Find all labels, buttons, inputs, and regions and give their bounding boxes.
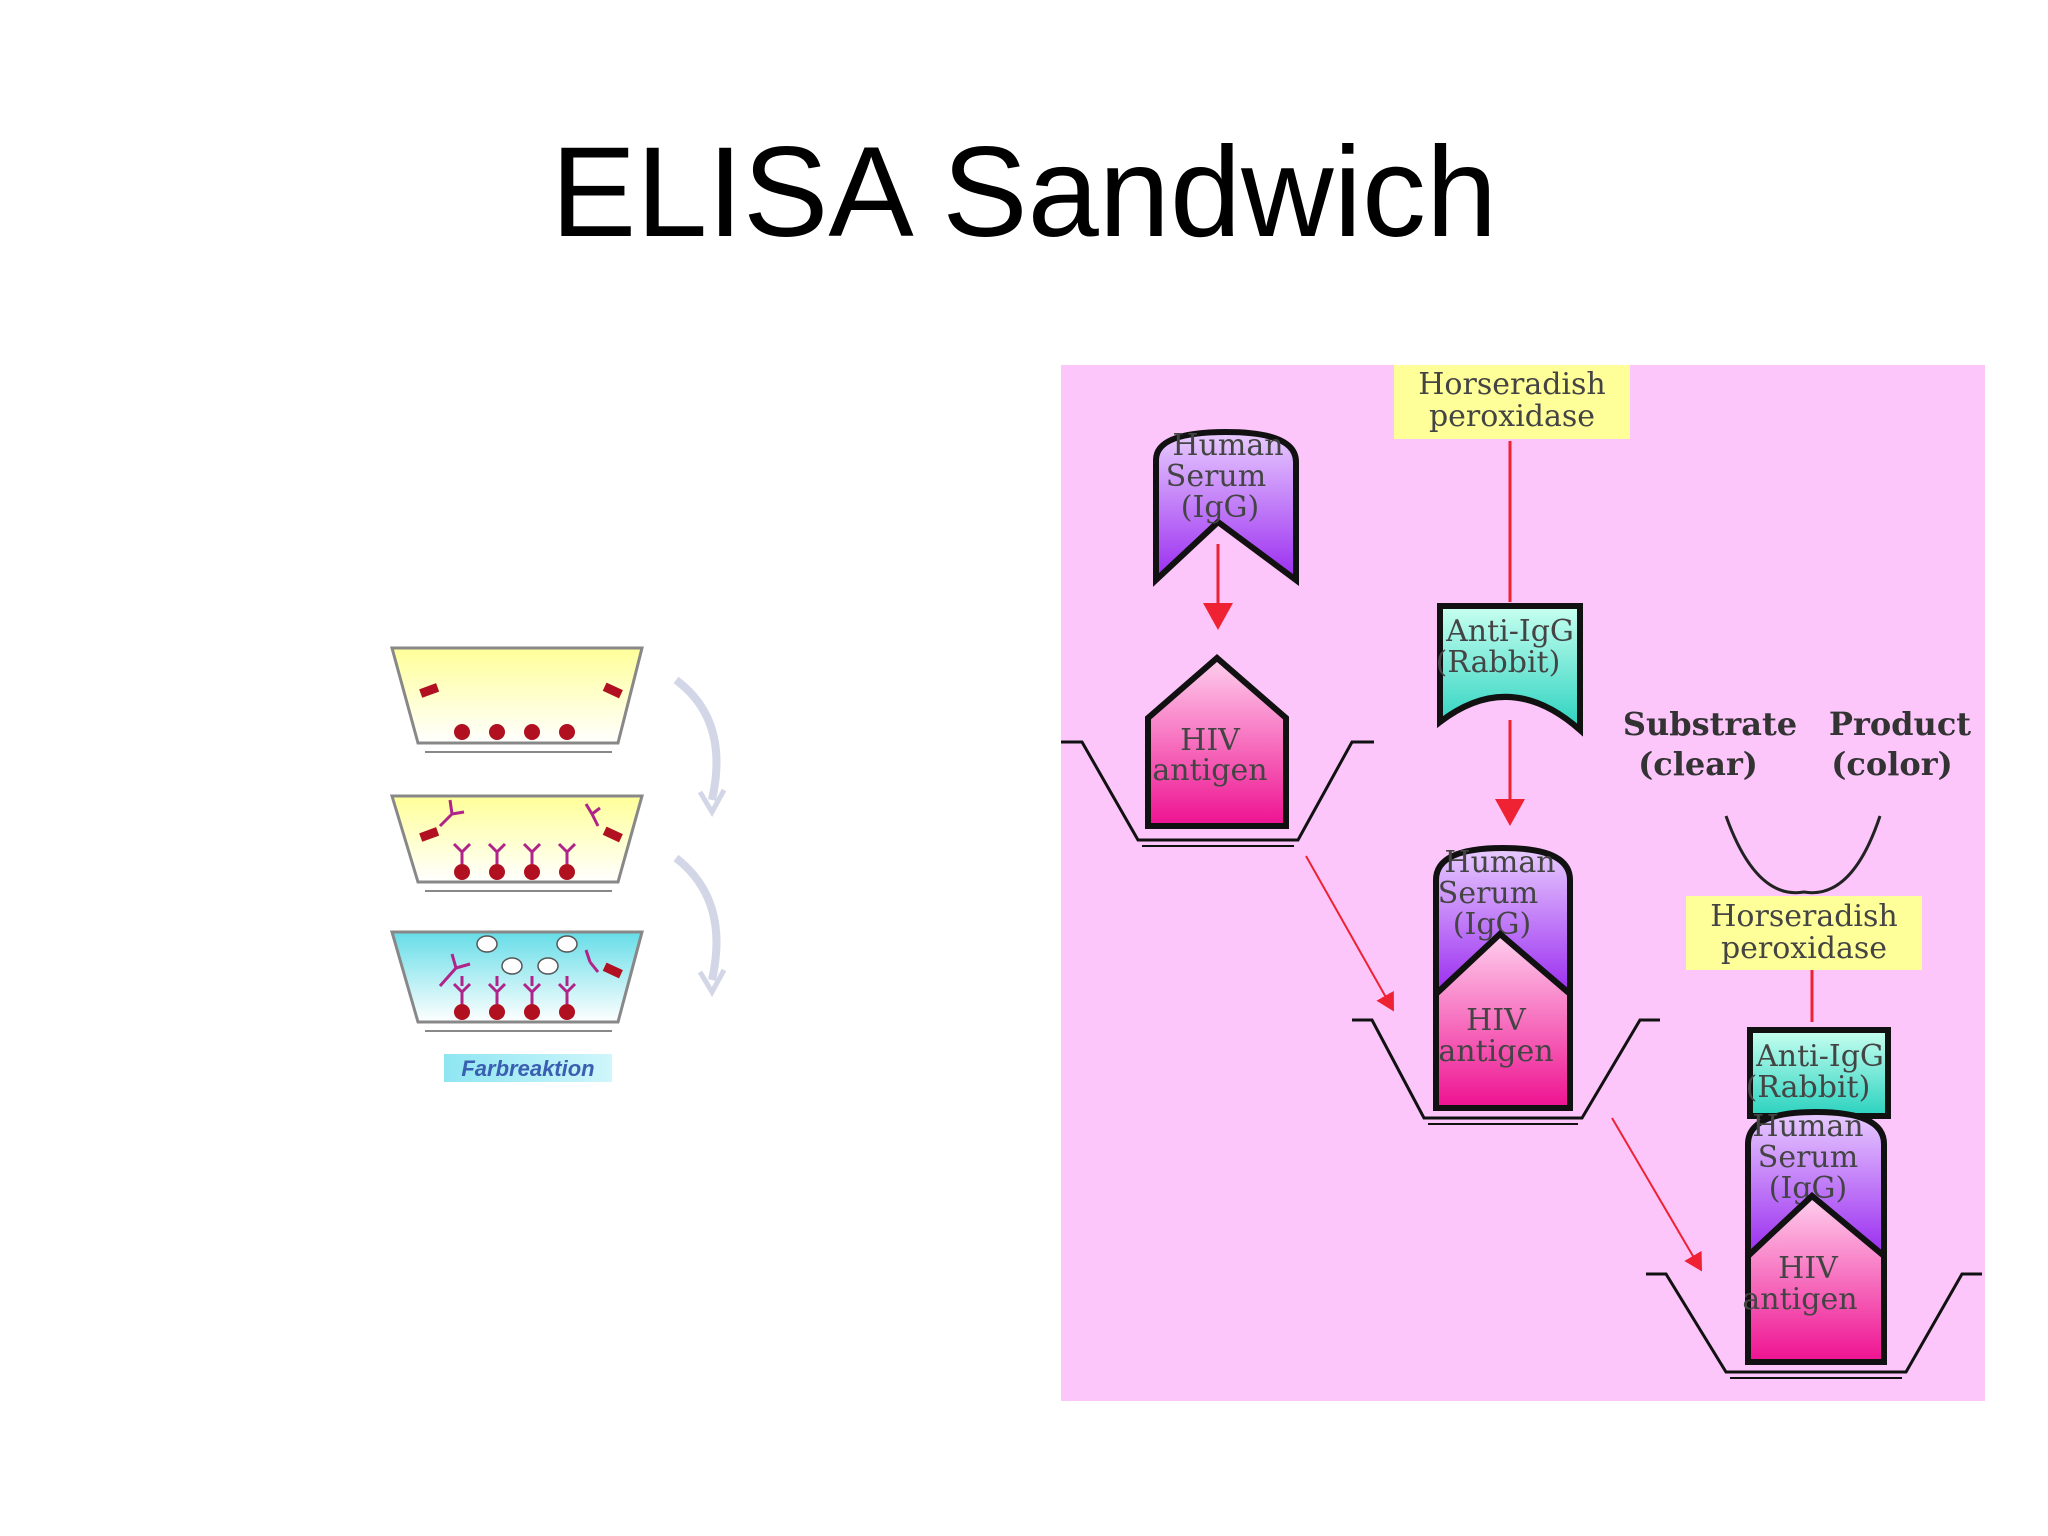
serum1-line2: Serum <box>1166 459 1266 494</box>
antigen-dot <box>489 724 505 740</box>
hiv1-line2: antigen <box>1152 753 1267 788</box>
left-elisa-illustration: Farbreaktion <box>389 646 727 1082</box>
hiv2-line1: HIV <box>1466 1003 1527 1038</box>
anti-igg-step3: Anti-IgG (Rabbit) <box>1746 1027 1891 1119</box>
hrp3-line2: peroxidase <box>1721 931 1887 966</box>
page-title: ELISA Sandwich <box>550 121 1498 264</box>
caption-box <box>444 1054 612 1082</box>
antiigg3-line1: Anti-IgG <box>1755 1039 1884 1074</box>
arrow-diagonal-2 <box>1611 1117 1703 1272</box>
antiigg2-line2: (Rabbit) <box>1436 645 1561 680</box>
well-step-2 <box>389 794 644 892</box>
serum3-line1: Human <box>1752 1109 1863 1144</box>
antigen-dot <box>524 724 540 740</box>
antiigg3-line2: (Rabbit) <box>1746 1070 1871 1105</box>
well-step-3-color-reaction <box>390 930 644 1032</box>
hrp-label-top <box>1394 365 1630 439</box>
hiv3-line2: antigen <box>1742 1282 1857 1317</box>
antigen-dot <box>454 724 470 740</box>
well-outline <box>1646 1272 1982 1374</box>
substrate-sublabel: (clear) <box>1638 745 1758 783</box>
hrp-label-step3 <box>1686 896 1922 970</box>
product-sublabel: (color) <box>1831 745 1952 783</box>
caption-farbreaktion: Farbreaktion <box>461 1056 594 1081</box>
serum1-line1: Human <box>1172 428 1283 463</box>
hiv3-line1: HIV <box>1778 1251 1839 1286</box>
antibody-glyphs <box>438 799 601 864</box>
substrate-label: Substrate <box>1623 705 1797 743</box>
serum2-line1: Human <box>1444 845 1555 880</box>
serum-igg-step2: Human Serum (IgG) <box>1433 844 1573 1001</box>
hiv2-line2: antigen <box>1438 1034 1553 1069</box>
hiv-antigen-step2: HIV antigen <box>1352 929 1660 1125</box>
antigen-dot <box>559 724 575 740</box>
step-curved-arrows <box>673 676 727 998</box>
hiv-antigen-step1: HIV antigen <box>1061 654 1374 847</box>
hrp3-line1: Horseradish <box>1710 899 1897 934</box>
product-label: Product <box>1829 705 1971 743</box>
well-step-1 <box>390 646 644 753</box>
well-outline <box>1061 740 1374 842</box>
reaction-curve <box>1724 815 1882 895</box>
serum3-line2: Serum <box>1758 1140 1858 1175</box>
serum2-line3: (IgG) <box>1453 907 1531 942</box>
anti-igg-step2: Anti-IgG (Rabbit) <box>1436 603 1583 737</box>
serum-igg-step3: Human Serum (IgG) <box>1745 1108 1887 1263</box>
hrp-top-line2: peroxidase <box>1429 399 1595 434</box>
antiigg2-line1: Anti-IgG <box>1445 614 1574 649</box>
hrp-top-line1: Horseradish <box>1418 367 1605 402</box>
arrow-diagonal-1 <box>1305 855 1394 1012</box>
hiv-antigen-step3: HIV antigen <box>1646 1191 1982 1379</box>
hiv1-line1: HIV <box>1180 723 1241 758</box>
serum1-line3: (IgG) <box>1181 490 1259 525</box>
well-outline <box>1352 1018 1660 1120</box>
right-elisa-diagram: Horseradish peroxidase Human Serum (IgG)… <box>1061 365 1985 1401</box>
serum-igg-step1: Human Serum (IgG) <box>1153 428 1299 587</box>
serum2-line2: Serum <box>1438 876 1538 911</box>
